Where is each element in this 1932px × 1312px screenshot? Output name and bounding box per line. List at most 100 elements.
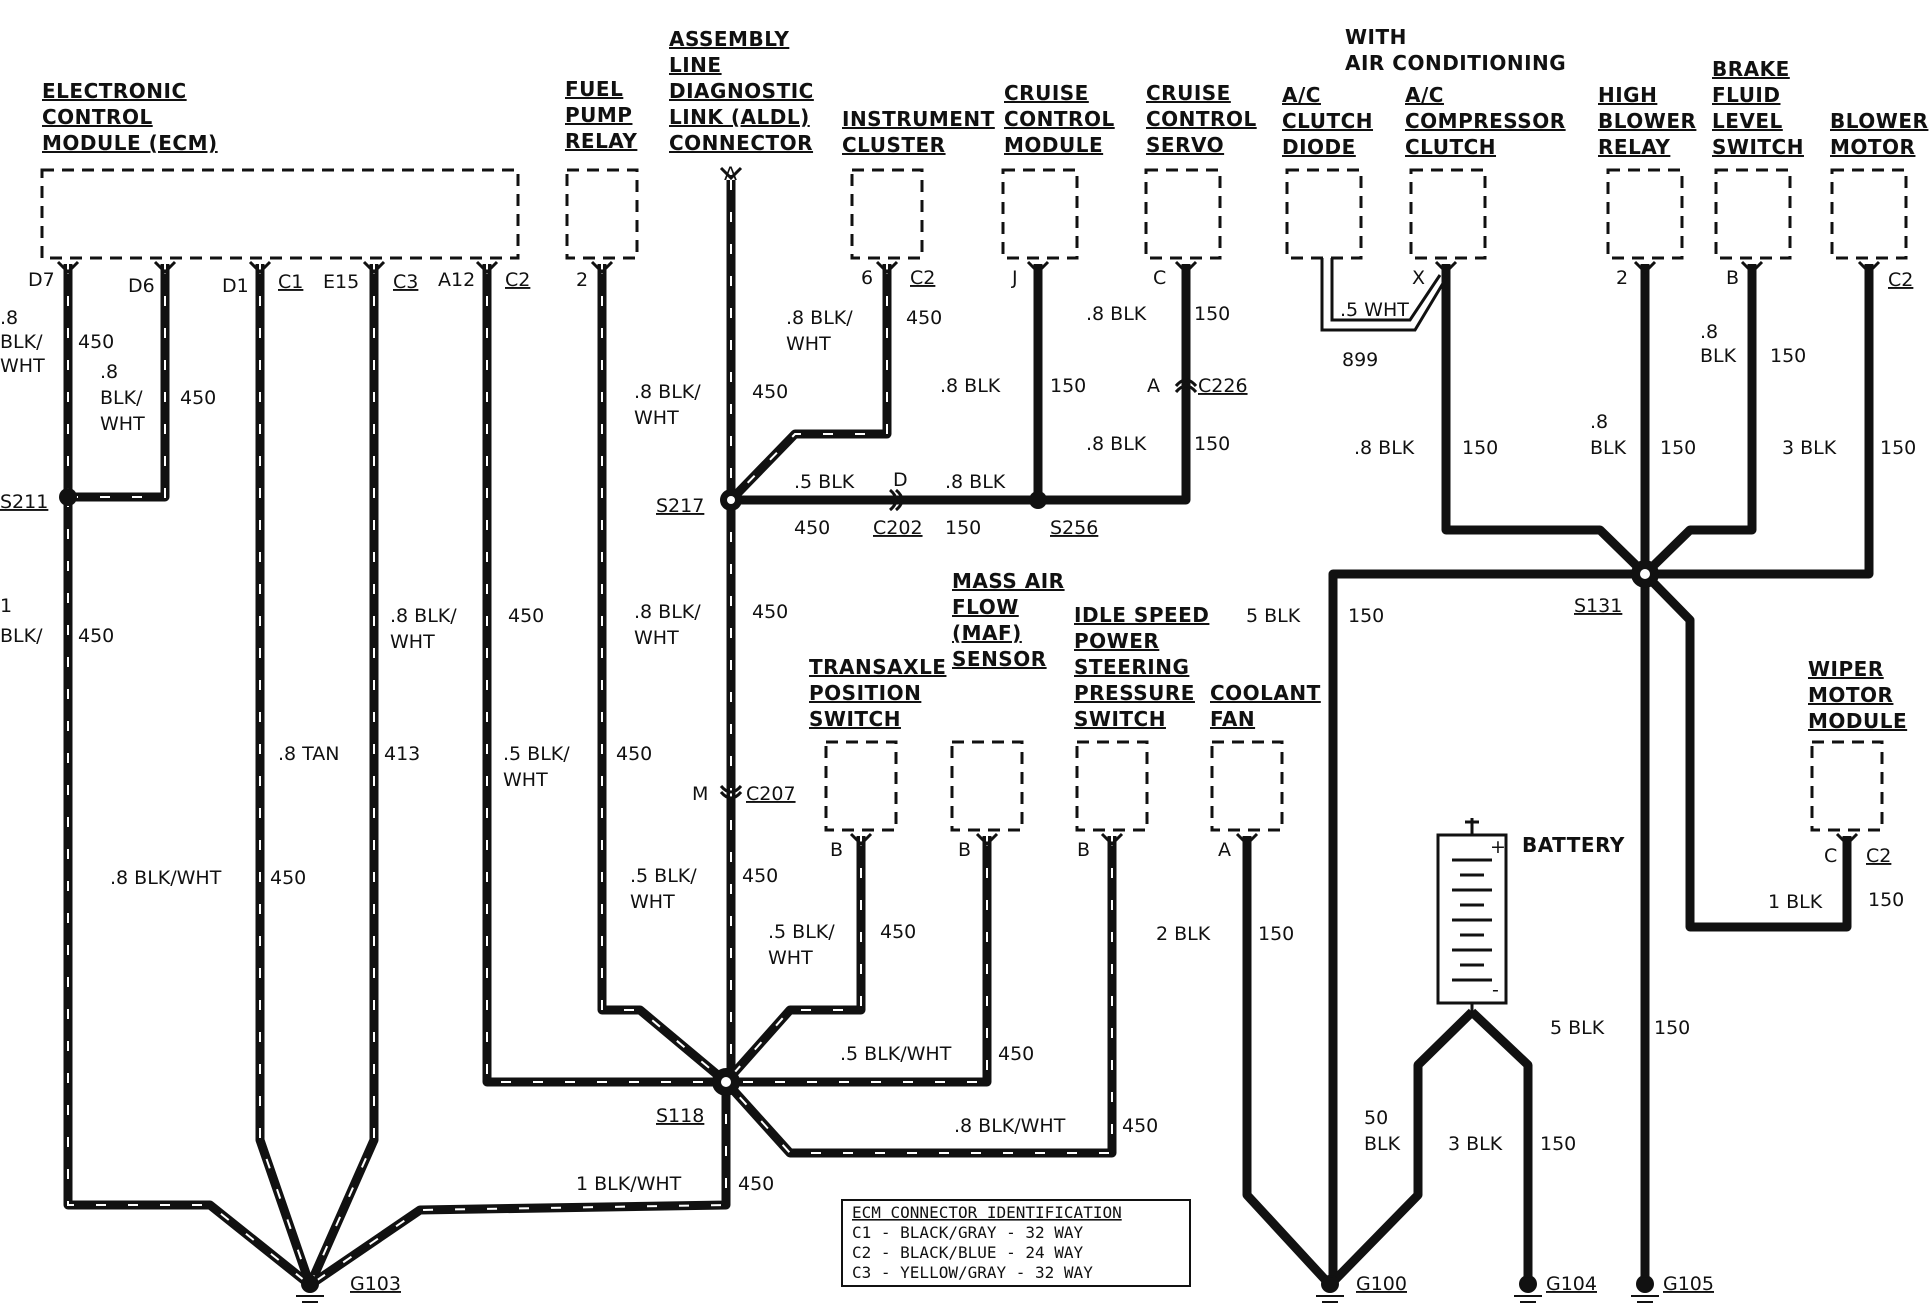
wire-aldl2-size: .8 BLK/ [634, 601, 701, 623]
pin-b-transaxle: B [830, 839, 843, 861]
wire-battery-g104-circuit: 150 [1540, 1133, 1576, 1155]
splice-dots [59, 488, 1659, 1096]
pin-c-servo: C [1153, 267, 1166, 289]
wire-s131-g100-circuit: 150 [1348, 605, 1384, 627]
cruise-servo-label-2: CONTROL [1146, 107, 1257, 131]
idle-speed-label-5: SWITCH [1074, 707, 1166, 731]
wire-a12-color: WHT [503, 769, 548, 791]
pin-c1: C1 [278, 271, 303, 293]
wiper-box [1810, 740, 1884, 832]
wire-c202-s256-circuit: 150 [945, 517, 981, 539]
connector-c207: C207 [746, 783, 796, 805]
high-blower-box [1606, 168, 1684, 260]
wire-aldl2-circuit: 450 [752, 601, 788, 623]
maf-label-1: MASS AIR [952, 569, 1065, 593]
wire-ic-circuit: 450 [906, 307, 942, 329]
wire-d6-color1: BLK/ [100, 387, 143, 409]
legend-row-c2: C2 - BLACK/BLUE - 24 WAY [852, 1243, 1084, 1262]
wire-fan-circuit: 150 [1258, 923, 1294, 945]
pin-m-c207: M [692, 783, 708, 805]
ac-diode-label-1: A/C [1282, 83, 1321, 107]
blower-motor-label-1: BLOWER [1830, 109, 1928, 133]
component-labels: ELECTRONIC CONTROL MODULE (ECM) FUEL PUM… [42, 25, 1928, 857]
aldl-label-1: ASSEMBLY [669, 27, 789, 51]
ground-g105: G105 [1663, 1273, 1714, 1295]
wire-s211-size: 1 [0, 595, 12, 617]
wire-d6-color2: WHT [100, 413, 145, 435]
pin-a12: A12 [438, 269, 475, 291]
wire-blower-motor-circuit: 150 [1880, 437, 1916, 459]
pin-c2-blower: C2 [1888, 269, 1913, 291]
wire-high-blower-color: BLK [1590, 437, 1627, 459]
splice-s256: S256 [1050, 517, 1098, 539]
blower-motor-label-2: MOTOR [1830, 135, 1915, 159]
ground-g104: G104 [1546, 1273, 1597, 1295]
wire-servo-upper: .8 BLK [1086, 303, 1147, 325]
wire-d7-color2: WHT [0, 355, 45, 377]
brake-fluid-label-1: BRAKE [1712, 57, 1790, 81]
pin-d-c202: D [893, 469, 908, 491]
instrument-cluster-label-2: CLUSTER [842, 133, 946, 157]
maf-label-4: SENSOR [952, 647, 1047, 671]
aldl-label-5: CONNECTOR [669, 131, 813, 155]
wire-g103-left-circuit: 450 [270, 867, 306, 889]
wire-d7-color1: BLK/ [0, 331, 43, 353]
wire-brake-color: BLK [1700, 345, 1737, 367]
ecm-label-1: ELECTRONIC [42, 79, 187, 103]
wire-d6-circuit: 450 [180, 387, 216, 409]
ac-clutch-label-1: A/C [1405, 83, 1444, 107]
pin-b-brake: B [1726, 267, 1739, 289]
idle-speed-label-4: PRESSURE [1074, 681, 1195, 705]
battery-symbol: + - [1436, 818, 1508, 1012]
connector-c226: C226 [1198, 375, 1248, 397]
ecm-connector-legend: ECM CONNECTOR IDENTIFICATION C1 - BLACK/… [841, 1199, 1191, 1287]
wire-aldl-circuit: 450 [752, 381, 788, 403]
pin-6: 6 [861, 267, 873, 289]
brake-fluid-label-2: FLUID [1712, 83, 1780, 107]
wiper-label-2: MOTOR [1808, 683, 1893, 707]
ground-g100: G100 [1356, 1273, 1407, 1295]
fuel-pump-relay-box [565, 168, 639, 260]
wire-s217-c202: .5 BLK [794, 471, 855, 493]
ac-diode-label-3: DIODE [1282, 135, 1356, 159]
wire-d1-circuit: 413 [384, 743, 420, 765]
pin-c3: C3 [393, 271, 418, 293]
brake-fluid-box [1714, 168, 1792, 260]
fuel-pump-label-1: FUEL [565, 77, 623, 101]
wire-e15-size: .8 BLK/ [390, 605, 457, 627]
pin-d6: D6 [128, 275, 155, 297]
blower-motor-box [1830, 168, 1908, 260]
wire-ac-clutch-circuit: 150 [1462, 437, 1498, 459]
coolant-fan-label-2: FAN [1210, 707, 1255, 731]
splice-s217: S217 [656, 495, 704, 517]
ac-diode-label-2: CLUTCH [1282, 109, 1373, 133]
wire-aldl-size: .8 BLK/ [634, 381, 701, 403]
brake-fluid-label-4: SWITCH [1712, 135, 1804, 159]
splice-labels: S211 S217 S256 S131 S118 C226 C202 C207 … [0, 375, 1714, 1295]
wire-battery-g104: 3 BLK [1448, 1133, 1503, 1155]
pin-a-c226: A [1147, 375, 1160, 397]
wire-idle-circuit: 450 [1122, 1115, 1158, 1137]
pin-b-idle: B [1077, 839, 1090, 861]
pin-c2-ic: C2 [910, 267, 935, 289]
brake-fluid-label-3: LEVEL [1712, 109, 1783, 133]
idle-speed-label-1: IDLE SPEED [1074, 603, 1209, 627]
aldl-label-2: LINE [669, 53, 722, 77]
wire-ic-color: WHT [786, 333, 831, 355]
wire-c207-color: WHT [630, 891, 675, 913]
pin-d1: D1 [222, 275, 249, 297]
fuel-pump-label-2: PUMP [565, 103, 632, 127]
maf-box [950, 740, 1024, 832]
ac-clutch-box [1409, 168, 1487, 260]
connector-c202: C202 [873, 517, 923, 539]
wire-ac-diode: .5 WHT [1340, 299, 1409, 321]
wire-s211-circuit: 450 [78, 625, 114, 647]
pin-b-maf: B [958, 839, 971, 861]
wire-ac-diode-circuit: 899 [1342, 349, 1378, 371]
splice-s118: S118 [656, 1105, 704, 1127]
wire-g103-left: .8 BLK/WHT [110, 867, 222, 889]
ac-diode-box [1285, 168, 1363, 260]
pin-j: J [1011, 267, 1018, 289]
battery-plus: + [1490, 836, 1506, 858]
